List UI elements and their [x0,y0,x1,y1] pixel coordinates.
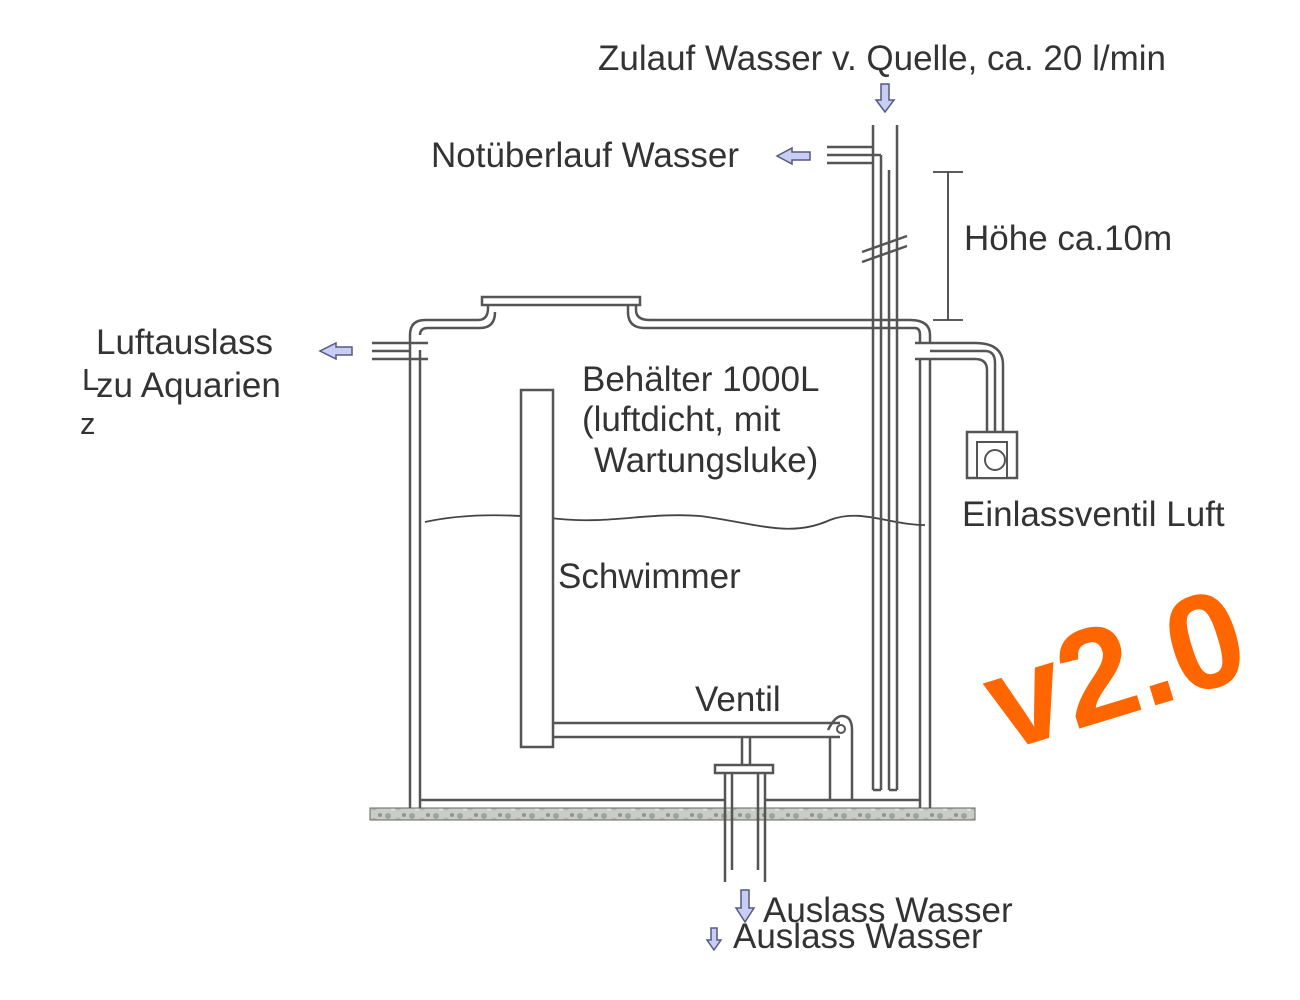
height-dimension [933,171,963,321]
air-outlet-destination-label: zu Aquarien [96,366,281,405]
outlet-valve [713,737,775,882]
height-label: Höhe ca.10m [964,219,1172,258]
water-outlet-label-duplicate: Auslass Wasser [733,917,983,956]
riser-pipe [827,125,908,792]
float [519,388,555,749]
water-outlet-arrow [734,889,756,924]
tank [408,295,932,808]
inlet-label: Zulauf Wasser v. Quelle, ca. 20 l/min [598,39,1166,78]
tank-label-line2: (luftdicht, mit [582,400,781,439]
water-outlet-label: Auslass Wasser [763,891,1013,930]
air-inlet-pipe [915,341,1019,480]
water-outlet-arrow-small [705,927,723,952]
lever-pivot [836,724,846,734]
tank-label-line1: Behälter 1000L [582,360,819,399]
inflow-arrow [874,83,896,114]
overflow-arrow [775,146,811,166]
air-inlet-valve-ball [984,449,1006,471]
valve-label: Ventil [695,680,781,719]
version-stamp: v2.0 [967,559,1262,780]
float-label: Schwimmer [558,557,741,596]
air-outlet-label: Luftauslass [96,323,273,362]
float-lever [553,714,854,800]
ground-slab [369,807,976,821]
water-surface [424,514,926,530]
maintenance-hatch [480,295,642,307]
air-outlet-arrow [318,341,353,361]
tank-label-line3: Wartungsluke) [594,441,818,480]
stray-z-glyph: z [80,406,96,441]
air-inlet-valve-label: Einlassventil Luft [962,495,1225,534]
overflow-label: Notüberlauf Wasser [431,136,739,175]
air-outlet-pipe [372,341,428,361]
stray-l-glyph: L [82,362,99,397]
